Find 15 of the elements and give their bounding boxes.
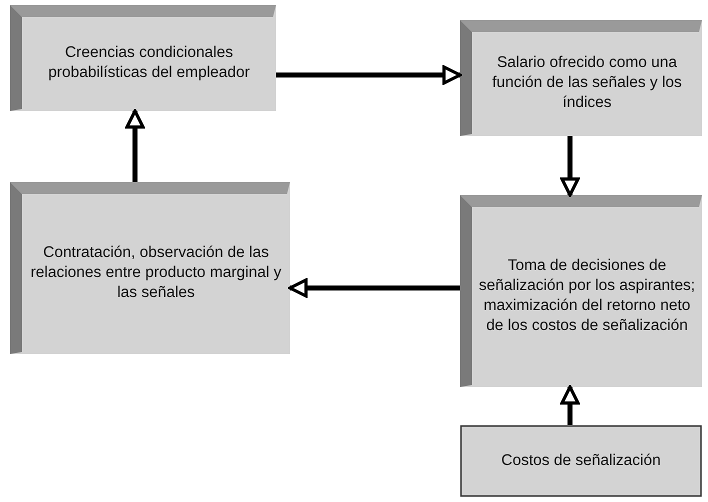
node-text: Toma de decisiones de señalización por los aspirantes; maximización del retorno neto de los costos de señalización [478,256,696,336]
node-text: Costos de señalización [500,450,662,471]
arrow [560,385,580,425]
node-text: Contratación, observación de las relaciones entre producto marginal y las señales [30,242,282,304]
beveled-box [10,182,290,354]
arrow [276,65,462,85]
beveled-box [460,195,702,387]
arrow [560,136,580,197]
node-text: Creencias condicionales probabilísticas del empleador [47,42,251,83]
arrow [288,278,460,298]
beveled-box [460,20,702,136]
process-box [460,425,702,497]
node-text: Salario ofrecido como una función de las señales y los índices [491,52,683,114]
arrow [125,109,145,182]
beveled-box [10,5,276,111]
